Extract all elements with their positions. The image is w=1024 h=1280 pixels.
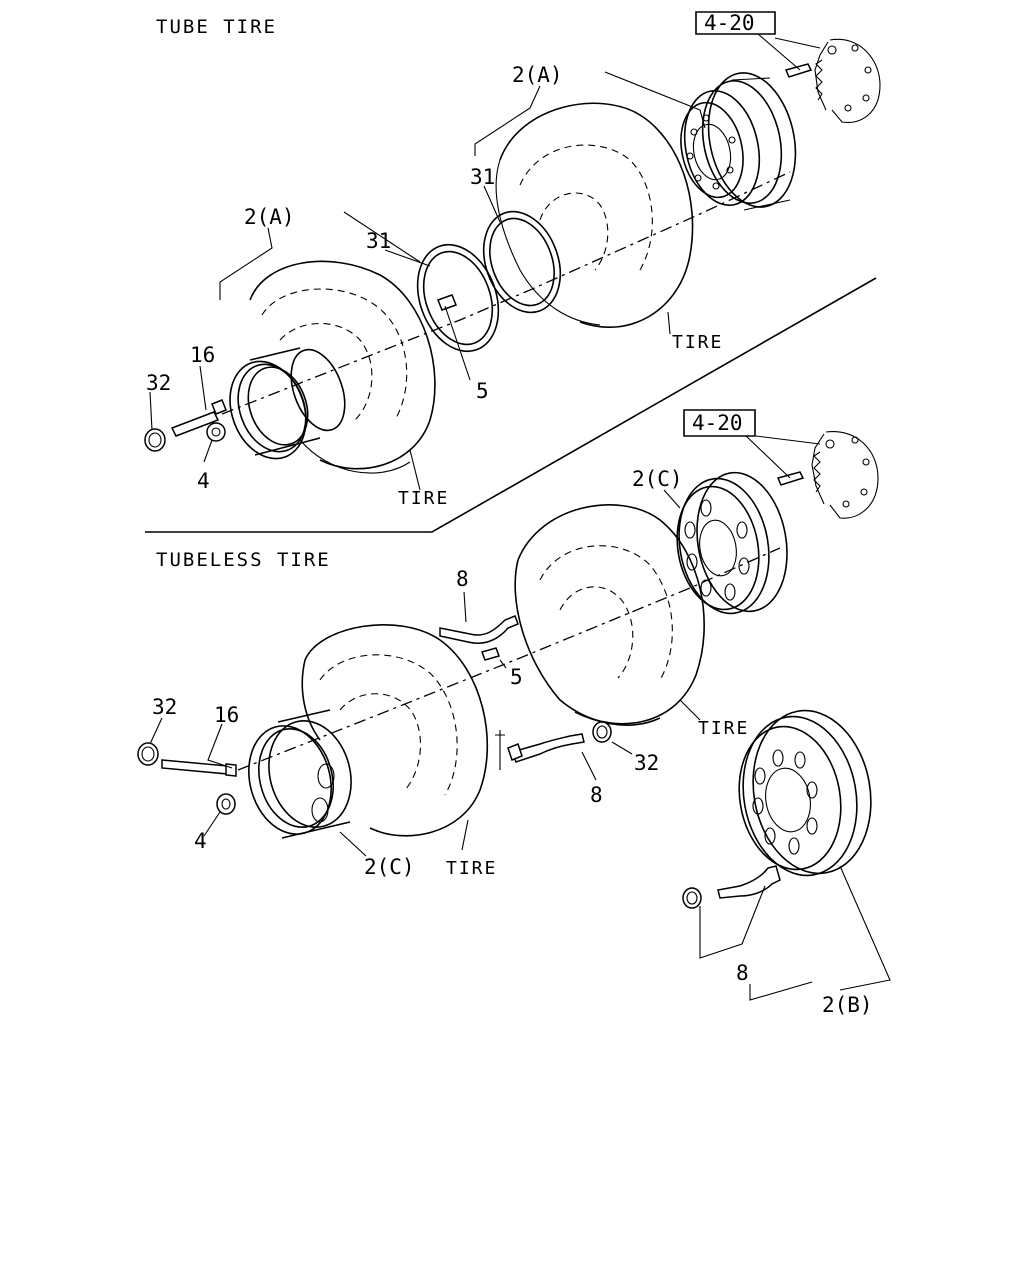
callout-tl-5: 5 bbox=[510, 665, 523, 689]
tube-tire-section-title: TUBE TIRE bbox=[156, 16, 277, 38]
tube-left-wheel-rim bbox=[229, 347, 346, 460]
callout-tube-2a-left: 2(A) bbox=[244, 205, 295, 229]
tube-center-axis bbox=[221, 171, 791, 415]
callout-tl-2c-left: 2(C) bbox=[364, 855, 415, 879]
upper-hub-stud bbox=[784, 63, 813, 78]
tubeless-extension-8-mid bbox=[507, 733, 585, 763]
tubeless-right-tire bbox=[514, 504, 705, 726]
callout-tube-tire-right: TIRE bbox=[672, 332, 723, 353]
lower-hub-stud bbox=[776, 471, 805, 486]
ref-box-upper bbox=[695, 11, 776, 35]
callout-tube-31-right: 31 bbox=[470, 165, 495, 189]
tubeless-left-tire bbox=[301, 624, 505, 837]
tubeless-right-wheel-rim bbox=[676, 471, 788, 615]
callout-tl-tire-left: TIRE bbox=[446, 858, 497, 879]
lower-hub bbox=[811, 431, 879, 519]
callout-tube-31-left: 31 bbox=[366, 229, 391, 253]
callout-tube-tire-left: TIRE bbox=[398, 488, 449, 509]
wheel-2b-extension-8 bbox=[717, 865, 781, 899]
tubeless-center-axis bbox=[237, 547, 781, 771]
tubeless-left-wheel-rim bbox=[248, 709, 352, 839]
callout-tl-tire-right: TIRE bbox=[698, 718, 749, 739]
callout-tl-16: 16 bbox=[214, 703, 239, 727]
ref-label-upper: 4-20 bbox=[704, 11, 755, 35]
tubeless-cap-32-right bbox=[592, 721, 612, 743]
wheel-2b bbox=[738, 709, 872, 877]
callout-tl-32-right: 32 bbox=[634, 751, 659, 775]
tubeless-extension-8-top bbox=[439, 615, 519, 644]
tube-left-flap-31 bbox=[416, 243, 500, 353]
tube-right-wheel-rim bbox=[680, 72, 797, 211]
callout-tl-8-top: 8 bbox=[456, 567, 469, 591]
tubeless-nut-4 bbox=[216, 793, 236, 815]
tubeless-bolt-16 bbox=[161, 759, 237, 777]
tube-valve-5 bbox=[437, 294, 471, 381]
callout-tl-4: 4 bbox=[194, 829, 207, 853]
wheel-2b-cap-8 bbox=[682, 887, 702, 909]
tube-right-tire bbox=[495, 102, 694, 328]
tubeless-tire-section-title: TUBELESS TIRE bbox=[156, 549, 331, 571]
section-divider bbox=[145, 277, 877, 533]
ref-box-lower bbox=[683, 409, 756, 437]
callout-tl-2b: 2(B) bbox=[822, 993, 873, 1017]
ref-label-lower: 4-20 bbox=[692, 411, 743, 435]
callout-tube-2a-right: 2(A) bbox=[512, 63, 563, 87]
tube-left-tire bbox=[249, 260, 436, 474]
callout-tl-2c-right: 2(C) bbox=[632, 467, 683, 491]
tubeless-valve-5 bbox=[481, 647, 500, 661]
callout-tl-32-left: 32 bbox=[152, 695, 177, 719]
tube-cap-32 bbox=[144, 428, 166, 452]
callout-tl-8-bottom: 8 bbox=[736, 961, 749, 985]
tubeless-cap-32-left bbox=[137, 742, 159, 766]
tube-right-flap-31 bbox=[482, 210, 562, 314]
callout-tube-16: 16 bbox=[190, 343, 215, 367]
callout-tube-4: 4 bbox=[197, 469, 210, 493]
callout-tube-5: 5 bbox=[476, 379, 489, 403]
callout-tube-32: 32 bbox=[146, 371, 171, 395]
callout-tl-8-mid: 8 bbox=[590, 783, 603, 807]
tube-bolt-16 bbox=[170, 399, 227, 437]
tube-nut-4 bbox=[206, 422, 226, 442]
upper-hub bbox=[814, 38, 881, 123]
